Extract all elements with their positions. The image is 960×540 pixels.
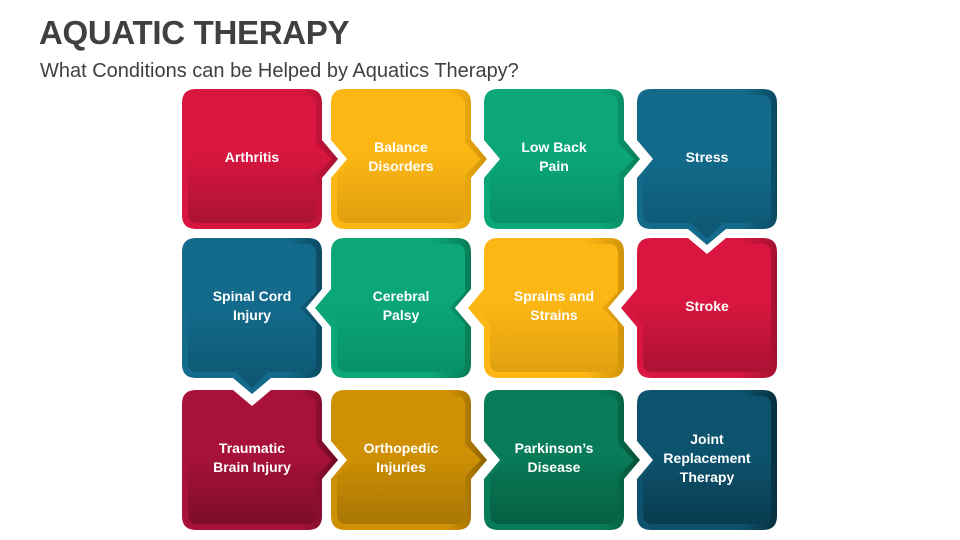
tile-face: [337, 95, 481, 223]
tile-face: [643, 95, 771, 239]
page-title: AQUATIC THERAPY: [39, 14, 350, 51]
condition-tile: [182, 89, 338, 229]
condition-tile: [182, 390, 338, 530]
condition-tile: [468, 238, 624, 378]
tile-face: [321, 244, 465, 372]
condition-tile: [637, 89, 777, 245]
tile-face: [474, 244, 618, 372]
tile-face: [188, 244, 316, 388]
page-subtitle: What Conditions can be Helped by Aquatic…: [40, 60, 519, 82]
condition-tile: [484, 390, 640, 530]
condition-tile: [637, 390, 777, 530]
tile-face: [643, 396, 771, 524]
condition-tile: [621, 238, 777, 378]
condition-tile: [182, 238, 322, 394]
tile-face: [627, 244, 771, 372]
condition-tile: [331, 390, 487, 530]
condition-tile: [484, 89, 640, 229]
condition-tile: [331, 89, 487, 229]
tile-face: [188, 396, 332, 524]
condition-tile: [315, 238, 471, 378]
tile-face: [188, 95, 332, 223]
tile-face: [490, 396, 634, 524]
tile-face: [337, 396, 481, 524]
tile-face: [490, 95, 634, 223]
